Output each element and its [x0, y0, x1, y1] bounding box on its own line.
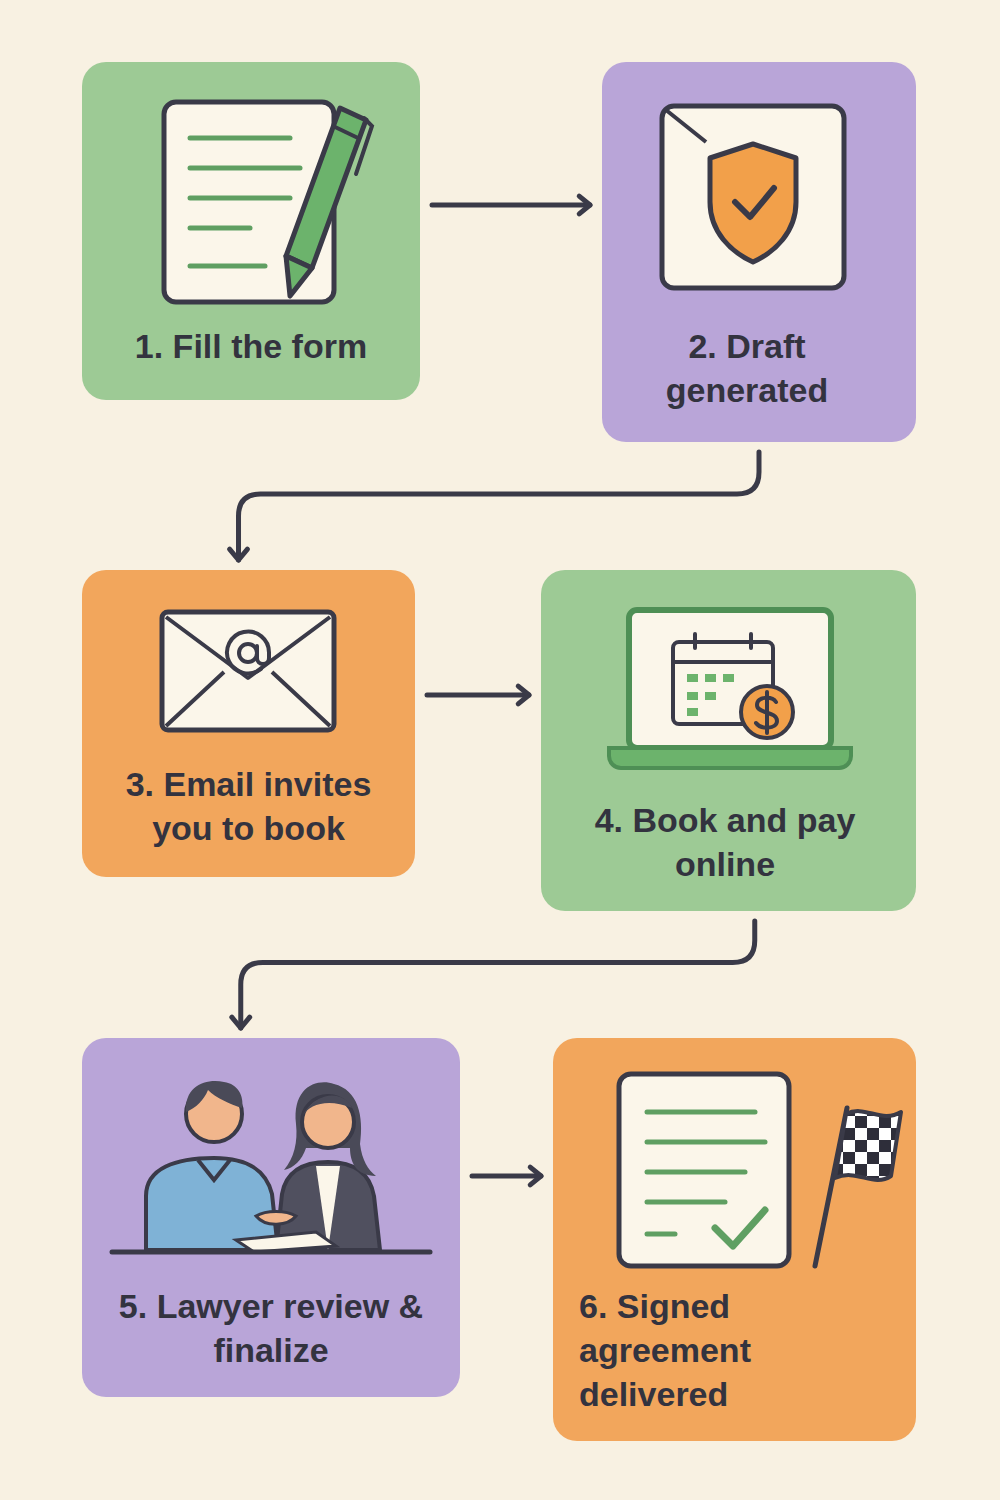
arrow-head: [530, 1167, 541, 1185]
step-box: 3. Email invites you to book: [82, 570, 415, 877]
step-label: 2. Draft generated: [622, 324, 872, 412]
flow-connector: [432, 196, 590, 214]
meeting-people-icon: [106, 1064, 436, 1264]
flow-connector: [230, 452, 759, 560]
signed-document-flag-icon: [615, 1068, 905, 1273]
flow-connector: [427, 686, 529, 704]
step-text-group: 5. Lawyer review & finalize: [98, 1284, 444, 1372]
arrow-head: [232, 1017, 250, 1028]
connector-line: [427, 693, 529, 698]
step-box: 2. Draft generated: [602, 62, 916, 442]
connector-line: [241, 921, 755, 1028]
connector-line: [239, 452, 759, 560]
flow-connector: [232, 921, 755, 1028]
step-label: 1. Fill the form: [98, 324, 404, 368]
arrow-head: [579, 196, 590, 214]
step-box: 4. Book and pay online: [541, 570, 916, 911]
step-label: 6. Signed agreement delivered: [579, 1284, 829, 1417]
connector-line: [432, 203, 590, 208]
step-box: 5. Lawyer review & finalize: [82, 1038, 460, 1397]
step-text-group: 3. Email invites you to book: [98, 762, 399, 850]
step-box: 1. Fill the form: [82, 62, 420, 400]
form-pen-icon: [150, 96, 380, 321]
connector-line: [472, 1174, 541, 1179]
draft-shield-icon: [658, 102, 848, 292]
laptop-calendar-icon: [605, 606, 855, 776]
step-box: 6. Signed agreement delivered: [553, 1038, 916, 1441]
step-text-group: 2. Draft generated: [622, 324, 872, 412]
arrow-head: [518, 686, 529, 704]
flow-connector: [472, 1167, 541, 1185]
step-label: 4. Book and pay online: [565, 798, 885, 886]
step-label: 3. Email invites you to book: [98, 762, 399, 850]
step-text-group: 6. Signed agreement delivered: [579, 1284, 829, 1417]
envelope-icon: [158, 608, 338, 736]
arrow-head: [230, 549, 248, 560]
step-label: 5. Lawyer review & finalize: [98, 1284, 444, 1372]
step-text-group: 1. Fill the form: [98, 324, 404, 368]
step-text-group: 4. Book and pay online: [565, 798, 885, 886]
